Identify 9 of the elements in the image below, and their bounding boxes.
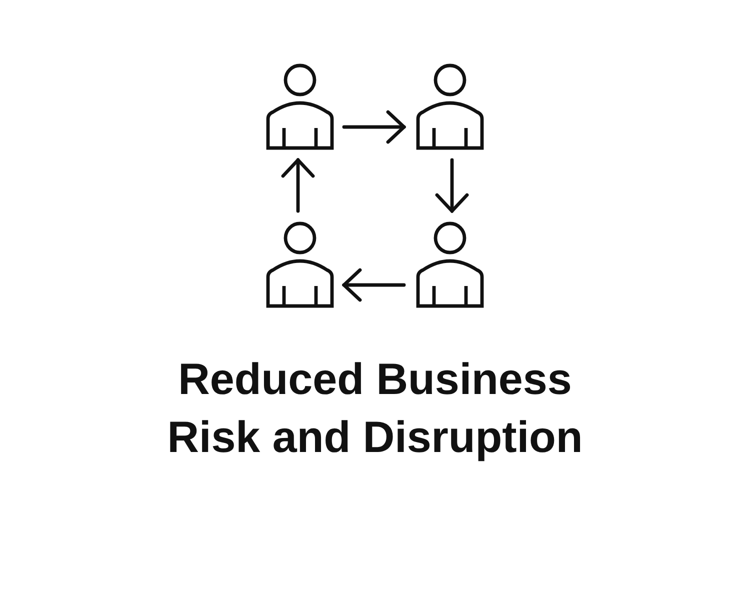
arrow (342, 268, 406, 302)
person-icon (415, 62, 485, 151)
arrow (342, 110, 406, 144)
person-icon (265, 220, 335, 309)
person-icon (265, 62, 335, 151)
arrow (435, 158, 469, 213)
title: Reduced Business Risk and Disruption (166, 354, 584, 464)
arrow (281, 158, 315, 213)
person-icon (415, 220, 485, 309)
